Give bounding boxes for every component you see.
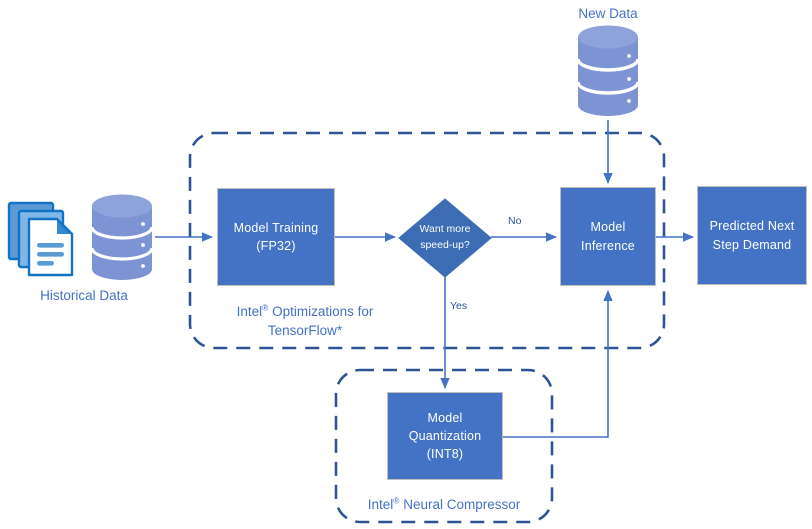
node-model-training-line1: Model Training xyxy=(233,220,319,235)
edge-label-yes: Yes xyxy=(450,300,468,312)
group-outline-tensorflow xyxy=(188,131,666,350)
edge-label-no: No xyxy=(508,215,522,227)
node-decision-speedup[interactable]: Want more speed-up? xyxy=(403,214,487,262)
node-decision-line1: Want more xyxy=(419,223,471,236)
node-model-inference[interactable]: Model Inference xyxy=(560,187,656,286)
node-predicted-next-step-demand[interactable]: Predicted Next Step Demand xyxy=(697,186,807,285)
node-prediction-line2: Step Demand xyxy=(712,237,792,252)
node-model-training-line2: (FP32) xyxy=(256,239,296,253)
group-caption-neural-compressor-text: Intel® Neural Compressor xyxy=(367,495,521,512)
node-quantization-line2: Quantization xyxy=(408,428,482,443)
group-outline-neural-compressor xyxy=(334,368,554,524)
node-prediction-line1: Predicted Next xyxy=(709,219,795,234)
node-quantization-line1: Model xyxy=(427,410,463,425)
caption-historical-data: Historical Data xyxy=(40,288,128,303)
group-caption-neural-compressor: Intel® Neural Compressor xyxy=(344,494,544,514)
node-model-quantization[interactable]: Model Quantization (INT8) xyxy=(387,392,503,480)
node-model-training[interactable]: Model Training (FP32) xyxy=(217,188,335,286)
node-model-inference-line1: Model xyxy=(590,220,626,235)
node-model-inference-line2: Inference xyxy=(581,238,635,253)
node-decision-line2: speed-up? xyxy=(420,239,470,251)
edge-quantization-to-inference xyxy=(503,290,613,438)
documents-stack-icon xyxy=(7,201,74,277)
group-caption-tensorflow-line2: TensorFlow* xyxy=(267,323,343,339)
group-caption-tensorflow: Intel® Optimizations for TensorFlow* xyxy=(205,301,405,341)
caption-new-data: New Data xyxy=(578,6,638,21)
node-quantization-line3: (INT8) xyxy=(426,447,464,462)
database-cylinder-icon-historical xyxy=(90,194,154,280)
database-cylinder-icon-new-data xyxy=(576,25,640,116)
group-caption-tensorflow-line1: Intel® Optimizations for xyxy=(236,302,374,319)
